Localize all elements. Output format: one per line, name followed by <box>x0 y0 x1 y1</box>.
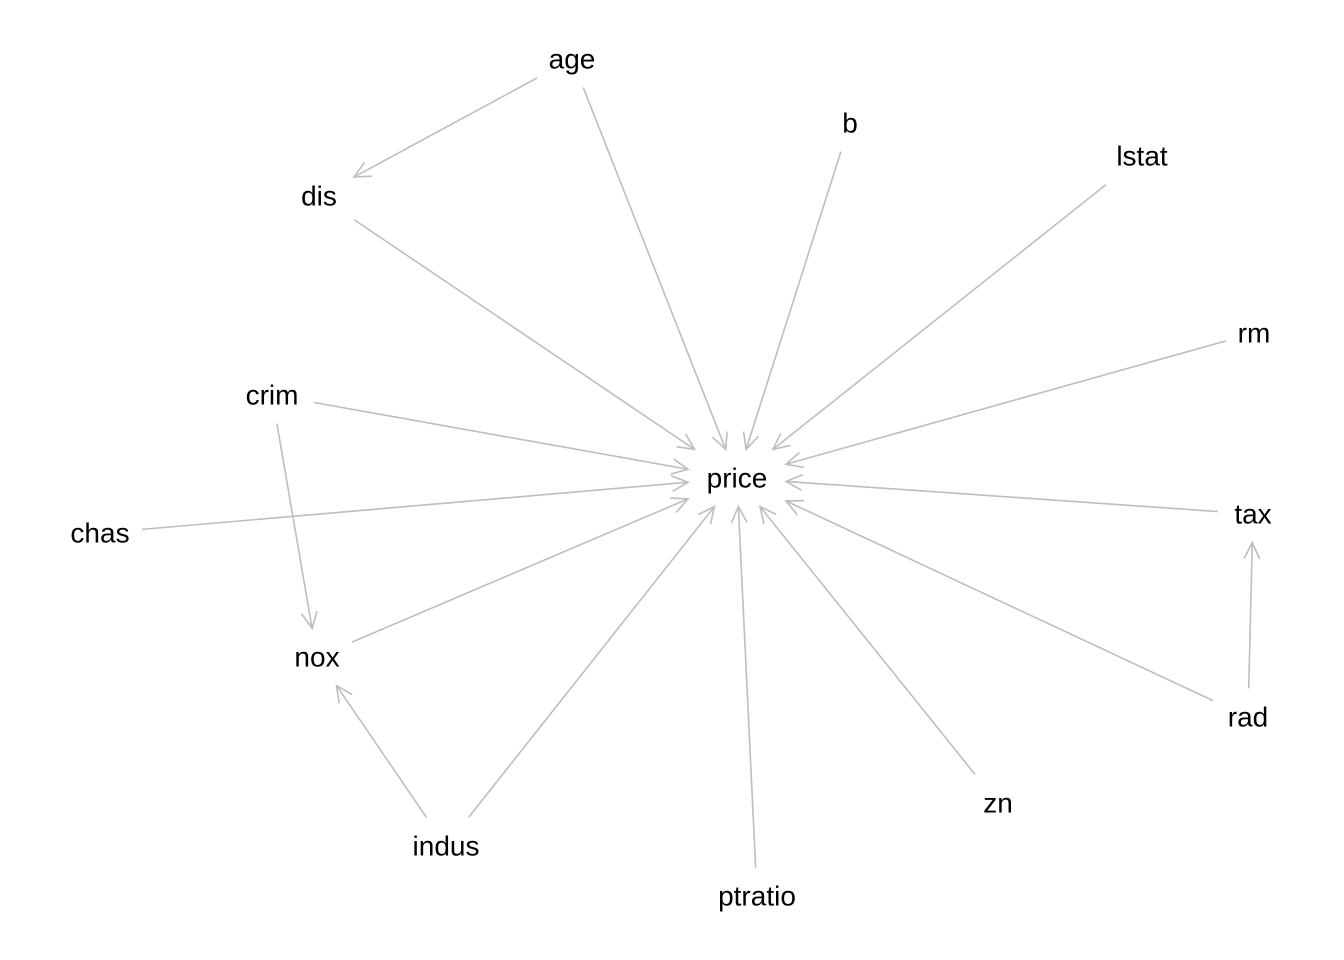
node-price: price <box>707 463 768 494</box>
node-dis: dis <box>301 181 337 212</box>
edge-line <box>582 87 727 450</box>
arrowhead-icon <box>1243 540 1261 560</box>
arrowhead-icon <box>697 505 716 525</box>
node-nox: nox <box>294 642 339 673</box>
node-b: b <box>842 108 858 139</box>
node-zn: zn <box>983 788 1013 819</box>
arrowhead-icon <box>784 474 804 492</box>
edge-lstat-to-price <box>771 183 1107 451</box>
edge-line <box>737 506 757 868</box>
edge-nox-to-price <box>351 497 690 643</box>
edge-line <box>141 481 689 531</box>
edge-line <box>759 506 976 775</box>
edge-tax-to-price <box>784 474 1219 513</box>
edge-b-to-price <box>742 151 842 452</box>
edge-line <box>1247 542 1254 689</box>
edge-dis-to-price <box>353 218 697 451</box>
node-ptratio: ptratio <box>718 881 796 912</box>
edge-line <box>467 506 716 818</box>
node-tax: tax <box>1234 499 1271 530</box>
arrowhead-icon <box>784 499 805 516</box>
edge-age-to-price <box>582 87 728 452</box>
edge-indus-to-price <box>467 505 716 818</box>
arrowhead-icon <box>300 610 318 631</box>
edge-indus-to-nox <box>335 684 428 818</box>
edge-chas-to-price <box>141 475 690 531</box>
edge-crim-to-price <box>313 401 690 475</box>
arrowhead-icon <box>771 432 791 451</box>
edge-rad-to-price <box>784 499 1214 702</box>
arrowhead-icon <box>676 433 697 451</box>
edge-ptratio-to-price <box>730 504 757 868</box>
edge-line <box>353 218 696 451</box>
arrowhead-icon <box>758 505 777 525</box>
edge-zn-to-price <box>758 505 976 775</box>
arrowhead-icon <box>335 684 353 704</box>
arrowhead-icon <box>669 497 690 513</box>
edge-line <box>785 340 1227 466</box>
edge-line <box>785 500 1214 702</box>
node-age: age <box>549 44 596 75</box>
edge-rm-to-price <box>784 340 1227 469</box>
node-indus: indus <box>413 831 480 862</box>
arrowhead-icon <box>784 451 804 469</box>
edge-line <box>276 423 313 629</box>
node-rm: rm <box>1238 318 1271 349</box>
node-chas: chas <box>70 518 129 549</box>
arrowhead-icon <box>730 504 748 524</box>
arrowhead-icon <box>670 475 690 493</box>
edge-line <box>745 151 842 450</box>
nodes-layer: age b lstat dis rm crim price tax chas nox rad zn in… <box>70 44 1271 912</box>
arrowhead-icon <box>711 431 728 452</box>
arrowhead-icon <box>352 161 373 178</box>
edges-layer <box>141 77 1261 868</box>
node-rad: rad <box>1228 702 1268 733</box>
arrowhead-icon <box>742 431 760 452</box>
node-crim: crim <box>246 380 299 411</box>
edge-age-to-dis <box>352 77 538 178</box>
arrowhead-icon <box>670 458 690 475</box>
edge-line <box>772 183 1107 451</box>
edge-line <box>335 685 428 818</box>
edge-line <box>313 401 689 471</box>
edge-rad-to-tax <box>1243 540 1261 689</box>
edge-crim-to-nox <box>276 423 318 631</box>
edge-line <box>785 480 1219 513</box>
node-lstat: lstat <box>1116 141 1168 172</box>
edge-line <box>353 77 538 178</box>
edge-line <box>351 498 689 643</box>
